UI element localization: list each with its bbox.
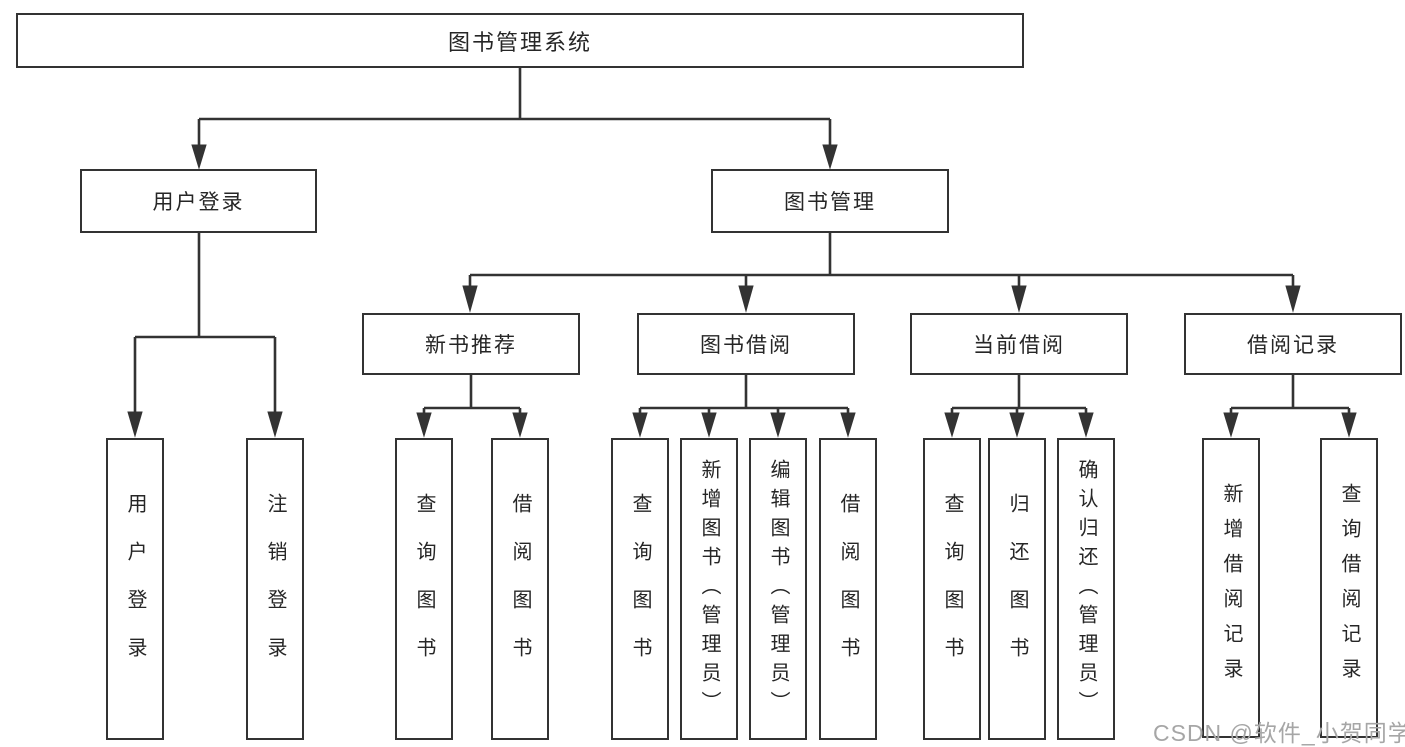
arrowhead — [1078, 412, 1094, 438]
leaf-add-books-admin: 新增图书（管理员） — [680, 438, 738, 740]
node-label: 新增图书（管理员） — [698, 458, 720, 720]
node-label: 借阅记录 — [1247, 334, 1339, 357]
node-label: 编辑图书（管理员） — [767, 458, 789, 720]
node-label: 注销登录 — [264, 493, 286, 685]
arrowhead — [1009, 412, 1025, 438]
leaf-query-books-2: 查询图书 — [611, 438, 669, 740]
node-label: 用户登录 — [152, 191, 245, 214]
leaf-query-books-1: 查询图书 — [395, 438, 453, 740]
node-label: 图书借阅 — [700, 334, 792, 357]
node-label: 借阅图书 — [837, 493, 859, 685]
leaf-logout-login: 注销登录 — [246, 438, 304, 740]
arrowhead — [1011, 285, 1027, 313]
leaf-borrow-books-2: 借阅图书 — [819, 438, 877, 740]
arrowhead — [822, 144, 838, 170]
node-library-management-system: 图书管理系统 — [16, 13, 1024, 68]
leaf-borrow-books-1: 借阅图书 — [491, 438, 549, 740]
arrowhead — [462, 285, 478, 313]
node-label: 查询图书 — [941, 493, 963, 685]
leaf-confirm-return-admin: 确认归还（管理员） — [1057, 438, 1115, 740]
arrowhead — [416, 412, 432, 438]
arrowhead — [701, 412, 717, 438]
leaf-return-books: 归还图书 — [988, 438, 1046, 740]
leaf-add-borrow-record: 新增借阅记录 — [1202, 438, 1260, 738]
arrowhead — [512, 412, 528, 438]
arrowhead — [1341, 412, 1357, 438]
leaf-query-borrow-record: 查询借阅记录 — [1320, 438, 1378, 738]
node-label: 查询图书 — [413, 493, 435, 685]
arrowhead — [1285, 285, 1301, 313]
node-label: 当前借阅 — [973, 334, 1065, 357]
node-label: 新增借阅记录 — [1220, 483, 1242, 693]
leaf-query-books-3: 查询图书 — [923, 438, 981, 740]
node-label: 图书管理系统 — [447, 29, 592, 55]
node-label: 用户登录 — [124, 493, 146, 685]
node-user-login: 用户登录 — [80, 169, 317, 233]
node-label: 查询图书 — [629, 493, 651, 685]
node-current-borrowing: 当前借阅 — [910, 313, 1128, 375]
node-label: 查询借阅记录 — [1338, 483, 1360, 693]
node-book-borrowing: 图书借阅 — [637, 313, 855, 375]
arrowhead — [127, 411, 143, 438]
arrowhead — [191, 144, 207, 170]
arrowhead — [840, 412, 856, 438]
arrowhead — [267, 411, 283, 438]
node-book-management: 图书管理 — [711, 169, 949, 233]
node-label: 借阅图书 — [509, 493, 531, 685]
arrowhead — [944, 412, 960, 438]
watermark: CSDN @软件_小贺同学 — [1153, 720, 1405, 746]
arrowhead — [632, 412, 648, 438]
node-new-book-recommendation: 新书推荐 — [362, 313, 580, 375]
leaf-user-login: 用户登录 — [106, 438, 164, 740]
node-borrowing-records: 借阅记录 — [1184, 313, 1402, 375]
node-label: 新书推荐 — [425, 334, 517, 357]
arrowhead — [738, 285, 754, 313]
node-label: 图书管理 — [784, 191, 876, 214]
arrowhead — [1223, 412, 1239, 438]
node-label: 确认归还（管理员） — [1075, 458, 1097, 720]
connector-lines — [133, 68, 1351, 416]
arrowhead — [770, 412, 786, 438]
leaf-edit-books-admin: 编辑图书（管理员） — [749, 438, 807, 740]
node-label: 归还图书 — [1006, 493, 1028, 685]
